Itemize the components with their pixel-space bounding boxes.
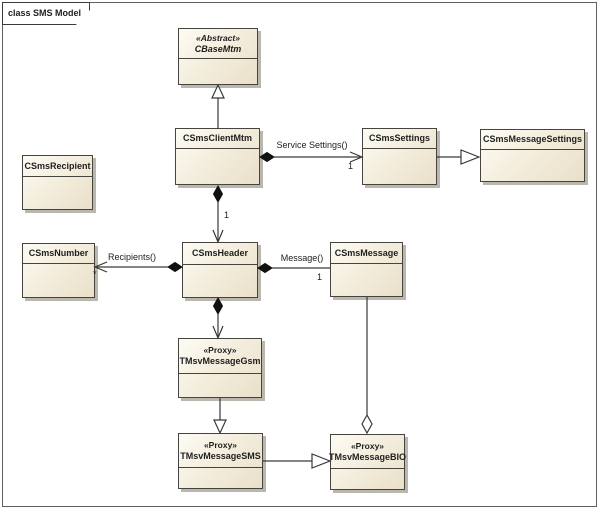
- class-name: CBaseMtm: [194, 43, 242, 54]
- diagram-title: class SMS Model: [8, 8, 82, 18]
- edge-label-recipients: Recipients(): [107, 252, 156, 262]
- class-csmsclientmtm[interactable]: CSmsClientMtm: [175, 128, 260, 185]
- attributes-compartment: [331, 264, 402, 296]
- class-name: TMsvMessageBIO: [328, 451, 407, 462]
- class-csmsmessagesettings[interactable]: CSmsMessageSettings: [480, 129, 585, 182]
- class-stereotype: «Proxy»: [203, 345, 237, 355]
- class-name: CSmsMessage: [334, 247, 399, 258]
- class-name: CSmsRecipient: [24, 160, 91, 171]
- attributes-compartment: [481, 150, 584, 181]
- class-stereotype: «Proxy»: [350, 440, 385, 451]
- class-csmsmessage[interactable]: CSmsMessage: [330, 242, 403, 297]
- class-name: TMsvMessageGsm: [179, 356, 261, 366]
- class-tmsvmessagebio[interactable]: «Proxy» TMsvMessageBIO: [328, 434, 407, 490]
- class-name: TMsvMessageSMS: [180, 450, 261, 461]
- class-tmsvmessagesms[interactable]: «Proxy» TMsvMessageSMS: [178, 433, 263, 489]
- class-tmsvmessagegsm[interactable]: «Proxy» TMsvMessageGsm: [178, 338, 262, 398]
- attributes-compartment: [23, 177, 92, 209]
- multiplicity-recipients: *: [93, 269, 97, 279]
- multiplicity-header-composition: 1: [224, 210, 230, 220]
- class-csmsrecipient[interactable]: CSmsRecipient: [22, 155, 93, 210]
- class-name: CSmsNumber: [28, 248, 89, 258]
- class-stereotype: «Abstract»: [196, 32, 240, 43]
- class-name: CSmsSettings: [368, 133, 430, 143]
- attributes-compartment: [363, 149, 436, 184]
- attributes-compartment: [331, 469, 404, 489]
- attributes-compartment: [23, 264, 94, 297]
- attributes-compartment: [179, 468, 262, 488]
- class-stereotype: «Proxy»: [203, 439, 238, 450]
- class-cbasemtm[interactable]: «Abstract» CBaseMtm: [178, 28, 258, 85]
- attributes-compartment: [179, 59, 257, 84]
- class-name: CSmsClientMtm: [182, 133, 252, 143]
- edge-label-service-settings: Service Settings(): [276, 140, 348, 150]
- class-csmsheader[interactable]: CSmsHeader: [182, 242, 258, 298]
- multiplicity-message: 1: [317, 272, 323, 282]
- class-name: CSmsMessageSettings: [482, 134, 583, 144]
- multiplicity-service-settings: 1: [348, 161, 354, 171]
- class-name: CSmsHeader: [191, 248, 249, 258]
- attributes-compartment: [183, 265, 257, 297]
- edge-label-message: Message(): [280, 253, 324, 263]
- class-csmssettings[interactable]: CSmsSettings: [362, 128, 437, 185]
- attributes-compartment: [176, 149, 259, 184]
- attributes-compartment: [179, 374, 261, 397]
- class-csmsnumber[interactable]: CSmsNumber: [22, 243, 95, 298]
